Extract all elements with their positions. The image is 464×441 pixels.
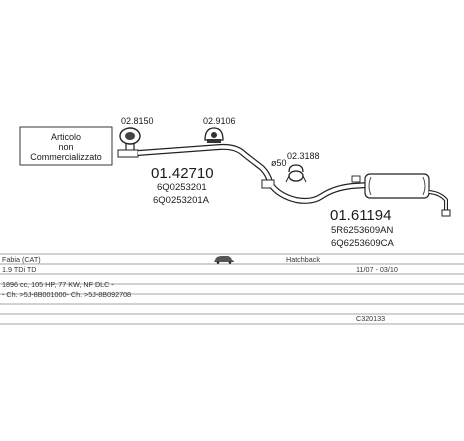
note-line-3: Commercializzato [30,152,102,162]
table-model: Fabia (CAT) [2,255,41,264]
vehicle-table: Fabia (CAT) Hatchback 1.9 TDi TD 11/07 -… [0,253,464,325]
table-production-dates: 11/07 - 03/10 [356,265,398,274]
note-line-1: Articolo [51,132,81,142]
clamp-left-icon: 02.8150 [119,116,154,150]
clamp-left-code: 02.8150 [121,116,154,126]
hanger-mid-code: 02.9106 [203,116,236,126]
table-body-type: Hatchback [286,255,320,264]
rear-silencer-icon [269,173,451,217]
table-spec-line: 1896 cc, 105 HP, 77 KW, NF DLC - [2,280,114,289]
front-pipe-oem-1: 6Q0253201 [157,182,207,193]
front-pipe-icon [117,143,275,189]
note-line-2: non [58,142,73,152]
rear-silencer-oem-2: 6Q6253609CA [331,238,395,249]
table-ref-code: C320133 [356,314,385,323]
clamp-right-icon: 02.3188 [285,151,320,183]
table-chassis-line: - Ch. >5J-8B001000- Ch. >5J-8B092708 [2,290,131,299]
rear-silencer-part-number: 01.61194 [330,207,391,224]
hanger-mid-icon: 02.9106 [203,116,236,143]
diameter-label: ø50 [271,158,287,168]
front-pipe-part-number: 01.42710 [151,165,214,182]
clamp-right-code: 02.3188 [287,151,320,161]
rear-silencer-oem-1: 5R6253609AN [331,225,393,236]
note-box: Articolo non Commercializzato [19,126,113,166]
front-pipe-oem-2: 6Q0253201A [153,195,210,206]
hatchback-car-icon [214,256,234,264]
table-engine: 1.9 TDi TD [2,265,36,274]
